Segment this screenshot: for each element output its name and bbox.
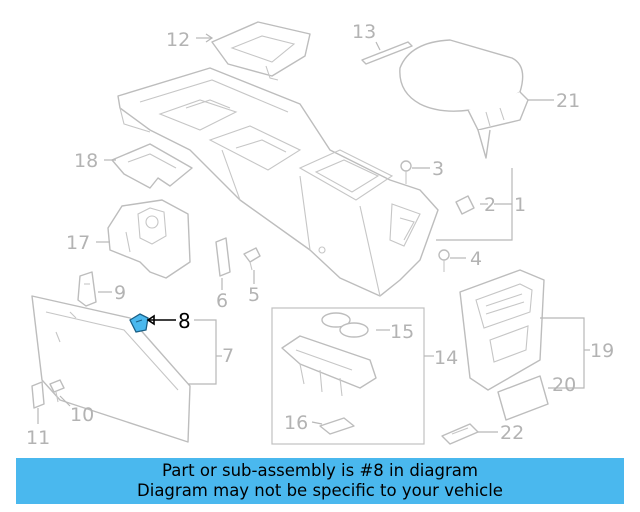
leader-lines (37, 33, 590, 433)
part-18-bracket (111, 143, 193, 189)
part-4-bolt (438, 249, 450, 272)
callout-labels: 12 13 21 18 3 2 1 17 4 9 6 5 8 15 7 14 1… (26, 21, 614, 449)
parts-diagram: 12 13 21 18 3 2 1 17 4 9 6 5 8 15 7 14 1… (26, 21, 614, 449)
callout-5: 5 (248, 284, 260, 306)
part-10-screw (49, 379, 65, 403)
part-7-side-panel (31, 295, 191, 443)
part-17-shifter-housing (107, 199, 191, 279)
callout-6: 6 (216, 290, 228, 312)
part-8-clip[interactable] (129, 313, 149, 333)
part-13-trim-strip (361, 41, 413, 65)
callout-11: 11 (26, 427, 50, 449)
callout-18: 18 (74, 150, 98, 172)
callout-10: 10 (70, 404, 94, 426)
callout-4: 4 (470, 248, 482, 270)
part-3-bolt (400, 160, 412, 184)
callout-22: 22 (500, 422, 524, 444)
part-5-screw (243, 247, 261, 271)
banner-line-2: Diagram may not be specific to your vehi… (137, 481, 503, 500)
callout-21: 21 (556, 90, 580, 112)
callout-14: 14 (434, 347, 458, 369)
part-9-clip (77, 271, 97, 307)
part-22-switch (441, 423, 479, 445)
banner-line-1: Part or sub-assembly is #8 in diagram (162, 461, 478, 480)
part-11-clip (31, 381, 45, 409)
callout-2: 2 (484, 194, 496, 216)
part-12-tray (211, 21, 311, 81)
part-21-armrest (399, 39, 529, 159)
callout-3: 3 (432, 158, 444, 180)
callout-20: 20 (552, 374, 576, 396)
callout-17: 17 (66, 232, 90, 254)
callout-9: 9 (114, 282, 126, 304)
callout-7: 7 (222, 345, 234, 367)
info-banner: Part or sub-assembly is #8 in diagram Di… (16, 458, 624, 504)
callout-19: 19 (590, 340, 614, 362)
part-20-insert (497, 375, 549, 421)
callout-8[interactable]: 8 (178, 309, 191, 333)
part-6-bracket (215, 237, 231, 277)
callout-13: 13 (352, 21, 376, 43)
console-assembly (117, 67, 439, 297)
part-19-vent-panel (459, 269, 545, 391)
callout-1: 1 (514, 194, 526, 216)
callout-12: 12 (166, 29, 190, 51)
callout-15: 15 (390, 321, 414, 343)
part-14-group-box (271, 307, 425, 445)
part-2-pad (455, 195, 475, 215)
callout-16: 16 (284, 412, 308, 434)
